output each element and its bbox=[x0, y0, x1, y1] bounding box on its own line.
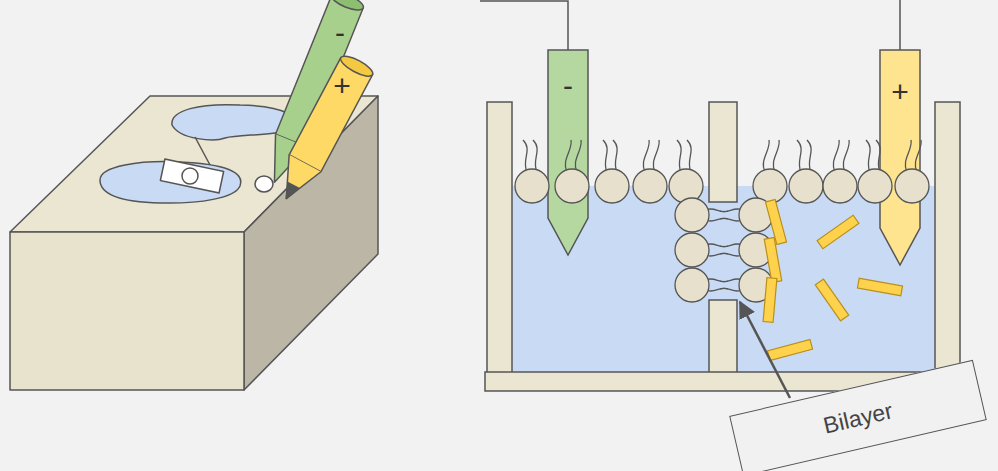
lipids bbox=[515, 140, 929, 302]
polarity-sign: - bbox=[563, 71, 573, 101]
callout-label: Bilayer bbox=[821, 397, 896, 439]
peptides bbox=[763, 199, 902, 360]
polarity-sign: + bbox=[333, 71, 351, 101]
leader-arrow bbox=[740, 302, 790, 398]
electrodes bbox=[548, 50, 920, 265]
wires bbox=[480, 0, 900, 50]
electrode-pencils bbox=[259, 0, 376, 207]
polarity-sign: + bbox=[891, 77, 909, 107]
polarity-sign: - bbox=[335, 18, 345, 48]
